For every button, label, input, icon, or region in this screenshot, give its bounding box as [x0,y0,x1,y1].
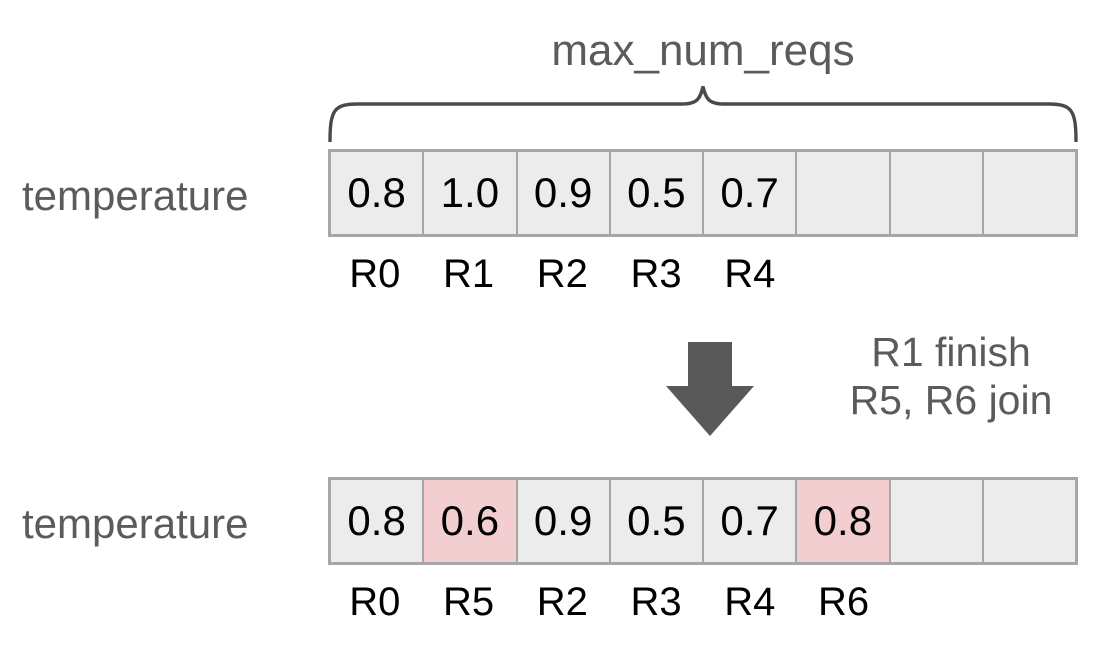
capacity-label: max_num_reqs [551,26,855,75]
request-id-label-empty [984,581,1078,623]
before-row-label: temperature [22,172,249,219]
capacity-brace-icon [328,86,1078,142]
array-cell: 0.7 [704,152,798,234]
request-id-label-empty [891,581,985,623]
request-id-label-empty [891,253,985,295]
request-id-label: R2 [536,580,588,624]
array-cell: 0.5 [610,480,704,562]
array-cell: 0.9 [517,480,611,562]
request-id-label: R4 [724,252,776,296]
transition-note: R1 finish R5, R6 join [806,328,1096,425]
after-row-label: temperature [22,500,249,547]
array-cell-highlighted: 0.8 [797,480,891,562]
array-cell-empty [983,480,1075,562]
request-id-label-empty [984,253,1078,295]
request-id-label: R5 [443,580,495,624]
before-request-ids: R0 R1 R2 R3 R4 [328,253,1078,295]
array-cell: 0.7 [704,480,798,562]
array-cell: 0.9 [517,152,611,234]
array-cell: 0.8 [331,480,425,562]
array-cell-empty [890,480,984,562]
array-cell-empty [983,152,1075,234]
array-cell: 1.0 [424,152,518,234]
request-id-label: R1 [443,252,495,296]
array-cell-highlighted: 0.6 [424,480,518,562]
transition-note-line-1: R1 finish [871,329,1031,375]
before-array: 0.8 1.0 0.9 0.5 0.7 [328,149,1078,237]
array-cell-empty [797,152,891,234]
transition-note-line-2: R5, R6 join [849,377,1053,424]
array-cell-empty [890,152,984,234]
request-id-label: R0 [349,580,401,624]
after-request-ids: R0 R5 R2 R3 R4 R6 [328,581,1078,623]
arrow-down-icon [666,342,754,436]
request-id-label: R0 [349,252,401,296]
request-id-label: R3 [630,252,682,296]
request-id-label: R4 [724,580,776,624]
request-id-label: R2 [536,252,588,296]
request-id-label: R6 [818,580,870,624]
after-array: 0.8 0.6 0.9 0.5 0.7 0.8 [328,477,1078,565]
array-cell: 0.8 [331,152,425,234]
request-id-label-empty [797,253,891,295]
request-id-label: R3 [630,580,682,624]
array-cell: 0.5 [610,152,704,234]
